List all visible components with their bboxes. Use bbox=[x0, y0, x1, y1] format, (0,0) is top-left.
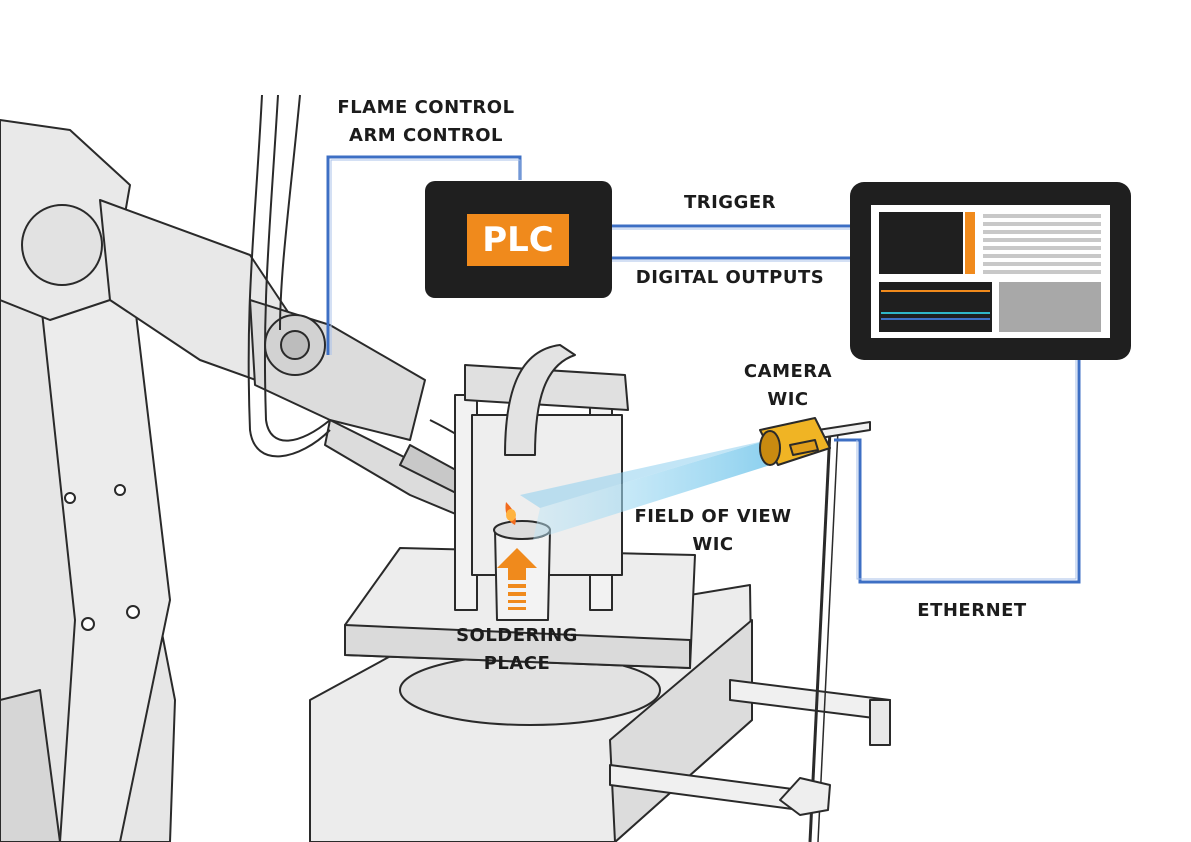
label-flame-control: FLAME CONTROL bbox=[337, 97, 515, 118]
label-soldering: SOLDERING bbox=[456, 625, 578, 646]
label-camera-wic-sub: WIC bbox=[767, 389, 809, 410]
label-soldering-place: SOLDERING PLACE bbox=[447, 622, 587, 678]
label-ethernet: ETHERNET bbox=[917, 600, 1027, 621]
label-trigger: TRIGGER bbox=[683, 192, 777, 213]
field-of-view-cone bbox=[533, 440, 780, 540]
label-flame-arm-control: FLAME CONTROL ARM CONTROL bbox=[336, 94, 516, 150]
label-field-of-view-main: FIELD OF VIEW bbox=[634, 506, 792, 527]
ethernet-cable bbox=[834, 360, 1081, 584]
label-field-of-view: FIELD OF VIEW WIC bbox=[628, 503, 798, 559]
upward-arrow-icon bbox=[497, 548, 537, 610]
robot-arm-icon bbox=[0, 119, 521, 842]
camera-icon bbox=[759, 417, 871, 842]
label-digital-outputs: DIGITAL OUTPUTS bbox=[635, 267, 825, 288]
label-camera: CAMERA bbox=[743, 361, 833, 382]
torch-flame-icon bbox=[505, 502, 516, 525]
monitor-icon bbox=[850, 182, 1131, 360]
label-plc: PLC bbox=[482, 220, 554, 260]
plc-box-icon bbox=[425, 181, 612, 298]
label-camera-wic: CAMERA WIC bbox=[728, 358, 848, 414]
label-field-of-view-wic: WIC bbox=[692, 534, 734, 555]
label-arm-control: ARM CONTROL bbox=[349, 125, 503, 146]
label-place: PLACE bbox=[483, 653, 551, 674]
